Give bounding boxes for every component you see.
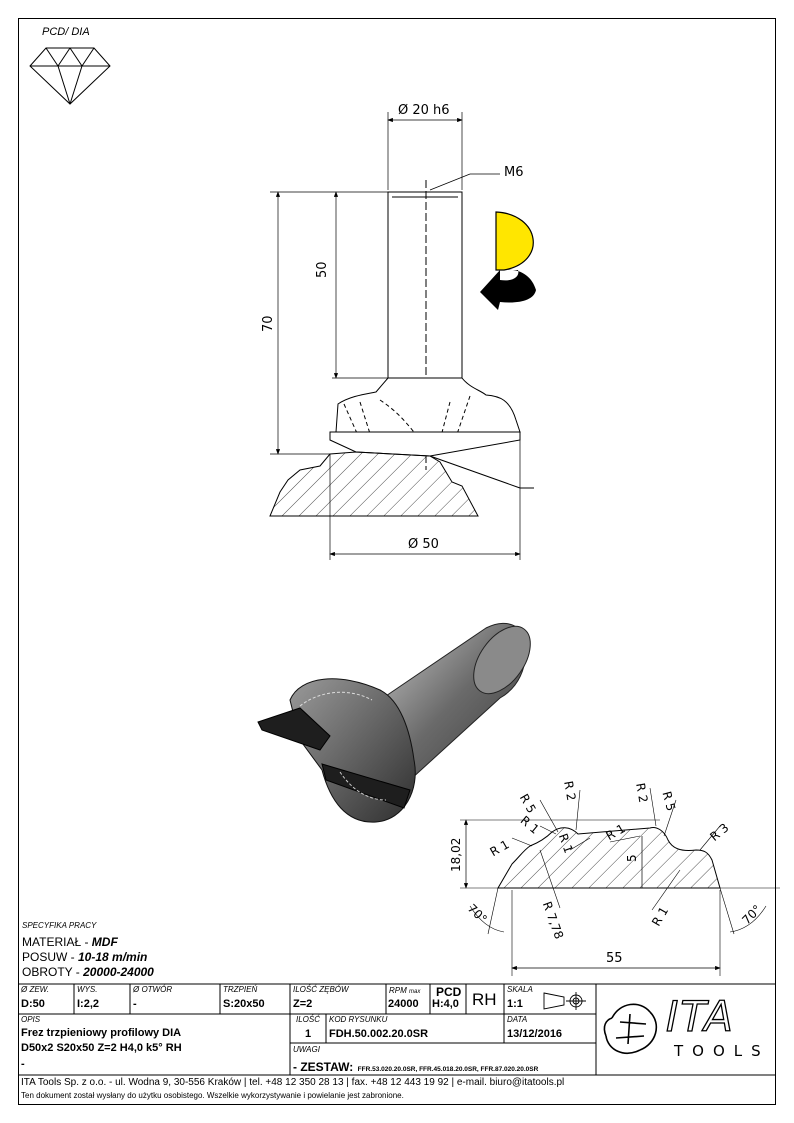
spec-material: MATERIAŁ - MDF [22,936,118,948]
diamond-icon [29,47,111,105]
pcd-label: PCD [436,985,462,999]
ita-logo-icon [603,1003,658,1054]
wys-label: WYS. [77,985,98,994]
zeby-label: ILOŚĆ ZĘBÓW [293,985,349,994]
otwor-value: - [133,998,137,1010]
projection-icon [543,992,586,1010]
thread-dim: M6 [504,165,524,180]
zeby-value: Z=2 [293,998,313,1010]
logo-ita-text: ITA [665,992,735,1041]
cutter-diameter-dim: Ø 50 [408,537,439,552]
trzpien-value: S:20x50 [223,998,265,1010]
opis-line3: - [21,1058,25,1070]
dzew-value: D:50 [21,998,45,1010]
ilosc-label: ILOŚĆ [296,1015,321,1024]
side-view [269,180,534,517]
rotation-arrow-icon [480,211,536,310]
spec-title: SPECYFIKA PRACY [22,921,97,930]
pcd-dia-label: PCD/ DIA [42,26,90,38]
total-length-dim: 70 [261,315,276,332]
uwagi-label: UWAGI [293,1045,320,1054]
spec-material-value: MDF [91,935,118,949]
kod-value: FDH.50.002.20.0SR [329,1028,429,1040]
skala-label: SKALA [507,985,533,994]
shank-length-dim: 50 [315,261,330,278]
otwor-label: Ø OTWÓR [133,985,173,994]
kod-label: KOD RYSUNKU [329,1015,388,1024]
rpm-value: 24000 [388,998,419,1010]
profile-detail [460,787,780,976]
spec-material-label: MATERIAŁ - [22,935,92,949]
rh-value: RH [472,990,497,1009]
profile-step-dim: 5 [625,854,639,862]
pcd-value: H:4,0 [432,998,459,1010]
dimension-lines [270,112,521,560]
rpm-label-sub: max [409,989,421,995]
dzew-label: Ø ZEW. [21,985,50,994]
shank-diameter-dim: Ø 20 h6 [398,103,450,118]
opis-label: OPIS [21,1015,41,1024]
profile-height-dim: 18,02 [449,837,463,872]
logo-tools-text: TOOLS [674,1042,770,1060]
wys-value: I:2,2 [77,998,100,1010]
ilosc-value: 1 [305,1028,312,1040]
profile-width-dim: 55 [606,951,623,966]
rpm-label: RPM max [389,986,421,996]
footer-contact: ITA Tools Sp. z o.o. - ul. Wodna 9, 30-5… [21,1077,565,1088]
spec-rpm-value: 20000-24000 [83,965,154,979]
opis-line2: D50x2 S20x50 Z=2 H4,0 k5° RH [21,1042,182,1054]
spec-feed-label: POSUW - [22,950,78,964]
trzpien-label: TRZPIEŃ [223,985,258,994]
footer-disclaimer: Ten dokument został wysłany do użytku os… [21,1091,404,1100]
zestaw-value: FFR.53.020.20.0SR, FFR.45.018.20.0SR, FF… [357,1066,539,1073]
drawing-sheet [18,18,776,1105]
spec-feed-value: 10-18 m/min [78,950,148,964]
profile-r2-right: R 2 [633,781,651,804]
tool-3d-render [257,622,531,823]
data-value: 13/12/2016 [507,1028,563,1040]
title-block-grid [18,983,776,1076]
spec-rpm-label: OBROTY - [22,965,84,979]
spec-feed: POSUW - 10-18 m/min [22,951,147,963]
data-label: DATA [507,1015,528,1024]
zestaw-line: - ZESTAW: FFR.53.020.20.0SR, FFR.45.018.… [293,1059,538,1075]
zestaw-label: - ZESTAW: [293,1060,354,1074]
spec-rpm: OBROTY - 20000-24000 [22,966,154,978]
profile-r2-left: R 2 [561,779,579,802]
skala-value: 1:1 [507,998,523,1010]
opis-line1: Frez trzpieniowy profilowy DIA [21,1027,182,1039]
rpm-label-text: RPM [389,986,407,995]
